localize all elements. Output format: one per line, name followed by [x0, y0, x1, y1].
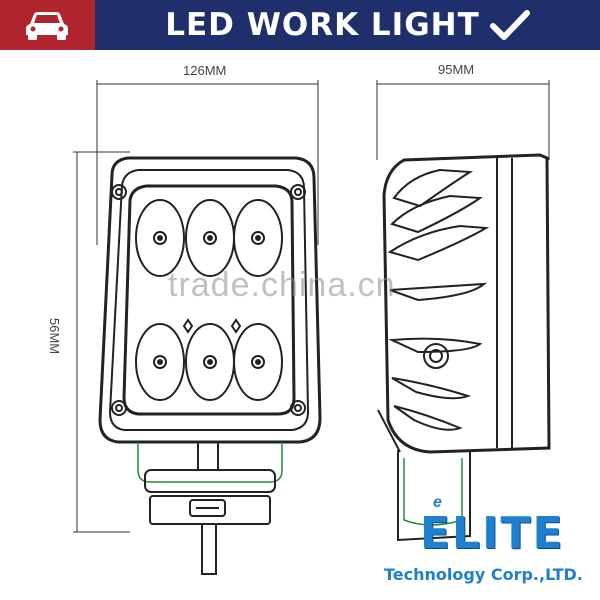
- front-view: [98, 156, 322, 575]
- checkmark-icon: [489, 10, 530, 40]
- header-title-row: LED WORK LIGHT: [95, 0, 600, 50]
- car-badge: [0, 0, 95, 50]
- cooling-fins: [387, 168, 490, 431]
- logo-small-e: e: [433, 494, 442, 511]
- mounting-bracket: [137, 442, 283, 575]
- corner-screws: [111, 184, 306, 416]
- car-icon: [26, 12, 68, 40]
- side-view: [377, 153, 551, 542]
- depth-dimension-line: [376, 80, 550, 160]
- height-dimension-line: [73, 151, 130, 533]
- height-label: 56MM: [47, 318, 62, 355]
- depth-label: 95MM: [438, 62, 475, 77]
- led-reflectors: [135, 199, 283, 401]
- brand-logo: ELITE: [420, 508, 565, 559]
- watermark: trade.china.cn: [168, 266, 396, 304]
- page-title: LED WORK LIGHT: [165, 7, 480, 43]
- header-banner: LED WORK LIGHT: [0, 0, 600, 50]
- company-name: Technology Corp.,LTD.: [384, 565, 583, 584]
- side-bracket: [377, 409, 471, 542]
- width-dimension-line: [96, 80, 319, 245]
- width-label: 126MM: [183, 63, 227, 78]
